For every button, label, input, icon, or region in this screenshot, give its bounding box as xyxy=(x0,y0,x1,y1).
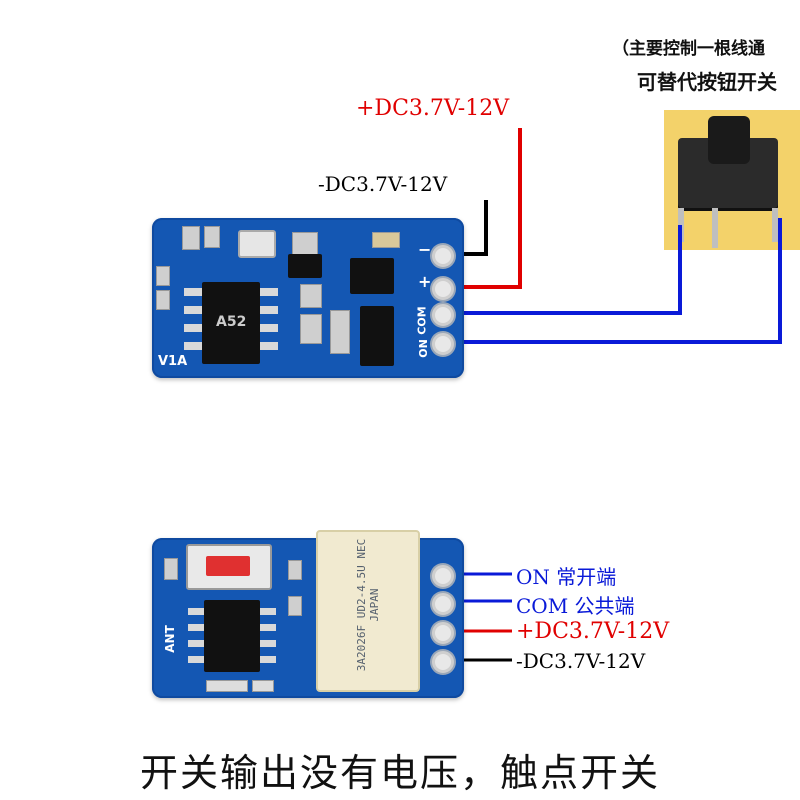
bottom-on-label: ON 常开端 xyxy=(516,565,617,589)
relay: 3A2026F UD2-4.5U NEC JAPAN xyxy=(316,530,420,692)
silk-minus: − xyxy=(418,240,432,259)
top-on-wire xyxy=(440,218,782,344)
top-regulator xyxy=(350,258,394,294)
silk-ant: ANT xyxy=(162,625,177,653)
silk-on: ON xyxy=(416,339,430,358)
crystal xyxy=(238,230,276,258)
top-receiver-board: A52 − + COM ON V1A xyxy=(152,218,464,378)
top-pad-plus xyxy=(432,278,454,300)
bottom-decoder-ic xyxy=(204,600,260,672)
top-positive-label: +DC3.7V-12V xyxy=(356,96,510,121)
silk-com: COM xyxy=(415,306,429,335)
top-decoder-ic xyxy=(202,282,260,364)
top-negative-label: -DC3.7V-12V xyxy=(318,172,448,196)
bottom-positive-label: +DC3.7V-12V xyxy=(516,619,670,644)
learn-button[interactable] xyxy=(186,544,272,590)
bottom-pad-plus xyxy=(432,622,454,644)
relay-marking: 3A2026F UD2-4.5U NEC JAPAN xyxy=(355,538,381,672)
note-line-2: 可替代按钮开关 xyxy=(637,70,777,94)
top-pad-com xyxy=(432,304,454,326)
top-chip-marking: A52 xyxy=(216,314,247,330)
bottom-pad-com xyxy=(432,593,454,615)
silk-plus: + xyxy=(418,272,432,291)
silk-version: V1A xyxy=(158,354,188,369)
bottom-pad-on xyxy=(432,565,454,587)
bottom-negative-label: -DC3.7V-12V xyxy=(516,649,646,673)
caption: 开关输出没有电压，触点开关 xyxy=(139,751,660,795)
top-pad-minus xyxy=(432,245,454,267)
bottom-pad-minus xyxy=(432,651,454,673)
top-pad-on xyxy=(432,333,454,355)
bottom-relay-board: ANT 3A2026F UD2-4.5U NEC JAPAN xyxy=(152,530,464,698)
top-com-wire xyxy=(440,225,682,315)
note-line-1: （主要控制一根线通 xyxy=(612,39,765,59)
bottom-com-label: COM 公共端 xyxy=(516,594,635,618)
top-positive-wire xyxy=(440,128,522,289)
